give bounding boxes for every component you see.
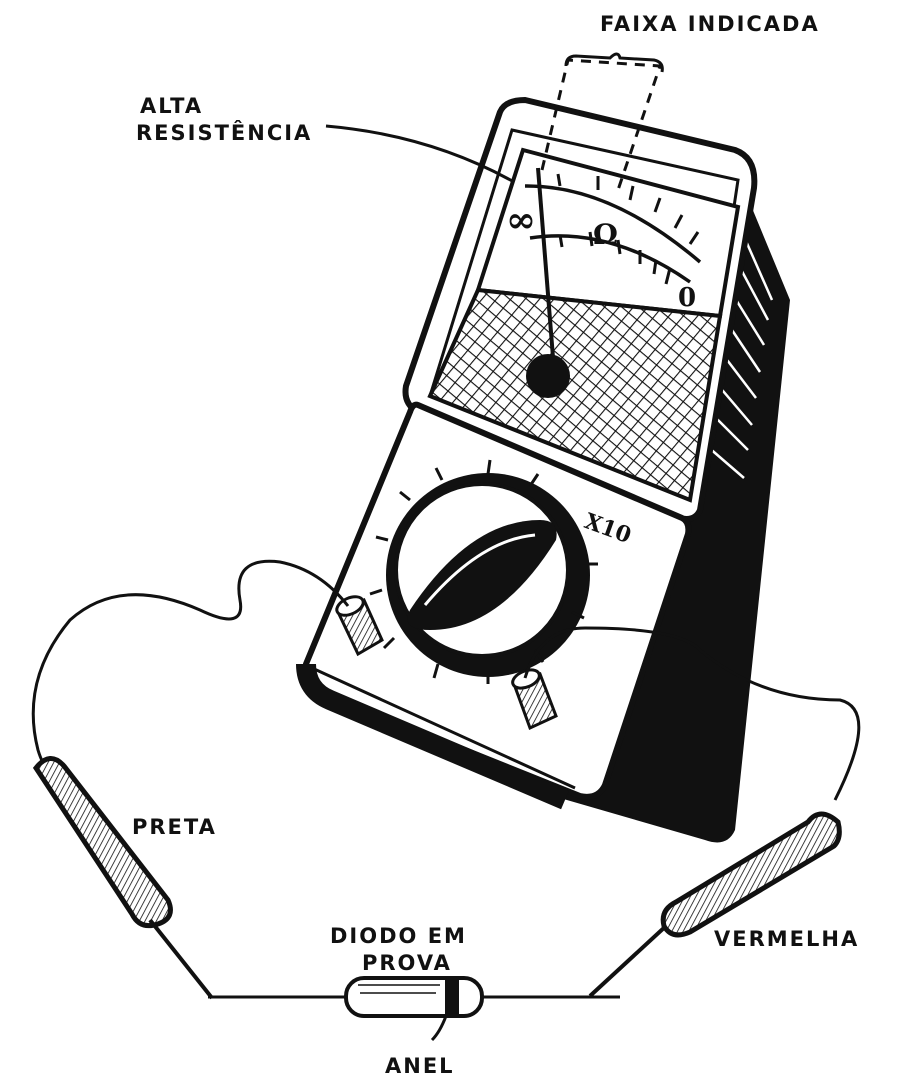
scale-ohm-mark: Ω xyxy=(593,218,618,251)
scale-arc-upper xyxy=(524,184,702,264)
label-alta: ALTA xyxy=(140,94,203,118)
label-resistencia: RESISTÊNCIA xyxy=(136,120,312,145)
knob-dial-marks xyxy=(369,459,598,684)
meter-base-shadow xyxy=(296,663,569,810)
alta-resistencia-pointer xyxy=(325,124,515,184)
range-indicator xyxy=(540,52,664,191)
label-prova: PROVA xyxy=(362,951,452,975)
range-dashed-lines xyxy=(540,58,663,191)
label-faixa-indicada: FAIXA INDICADA xyxy=(600,12,820,36)
range-selector-knob[interactable]: X10 xyxy=(369,459,635,684)
diode-body xyxy=(344,976,484,1018)
label-anel: ANEL xyxy=(385,1054,455,1078)
meter-side-ribs xyxy=(699,231,774,479)
label-preta: PRETA xyxy=(132,815,217,839)
scale-infinity-mark: ∞ xyxy=(506,199,536,241)
meter-needle xyxy=(536,167,556,371)
label-diodo-em: DIODO EM xyxy=(330,924,467,948)
diode-body-shading xyxy=(358,984,440,994)
red-lead-wire xyxy=(523,626,861,801)
red-jack[interactable] xyxy=(510,666,558,731)
black-lead-wire xyxy=(31,559,350,772)
black-probe-tip xyxy=(148,918,214,1000)
knob-grip xyxy=(407,520,557,630)
scale-ticks xyxy=(556,173,700,285)
meter-grill xyxy=(427,287,723,503)
knob-grip-highlight xyxy=(423,533,536,606)
range-bracket xyxy=(564,52,664,73)
black-probe-handle xyxy=(32,756,173,929)
red-probe-tip xyxy=(588,924,668,998)
scale-zero-mark: 0 xyxy=(678,283,696,313)
diode-under-test xyxy=(208,976,620,1042)
multimeter: ∞ Ω 0 xyxy=(296,96,790,843)
black-probe[interactable] xyxy=(32,756,214,1000)
diode-cathode-band xyxy=(445,978,459,1016)
label-vermelha: VERMELHA xyxy=(714,927,859,951)
needle-pivot xyxy=(526,354,570,398)
meter-lower-edge xyxy=(311,666,576,790)
anel-pointer xyxy=(430,1015,448,1042)
red-probe-handle xyxy=(660,811,842,938)
red-probe[interactable] xyxy=(588,811,842,998)
